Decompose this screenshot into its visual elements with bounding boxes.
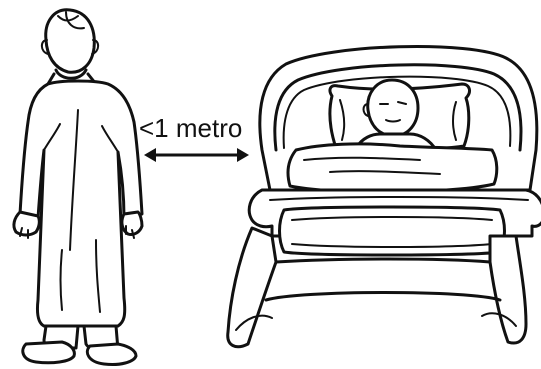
person-left-foot xyxy=(23,342,75,363)
person-left-hand xyxy=(14,212,39,235)
bed-right-leg xyxy=(490,236,526,343)
bed-blanket xyxy=(288,144,497,192)
person-right-foot xyxy=(87,344,136,365)
person-coat xyxy=(20,81,142,326)
distance-label: <1 metro xyxy=(139,113,242,143)
bed-with-patient xyxy=(228,47,541,347)
standing-person xyxy=(14,10,142,365)
patient-head xyxy=(368,80,418,136)
distance-indicator: <1 metro xyxy=(139,113,249,162)
bed-left-leg xyxy=(228,228,276,347)
double-arrow-icon xyxy=(144,148,249,162)
